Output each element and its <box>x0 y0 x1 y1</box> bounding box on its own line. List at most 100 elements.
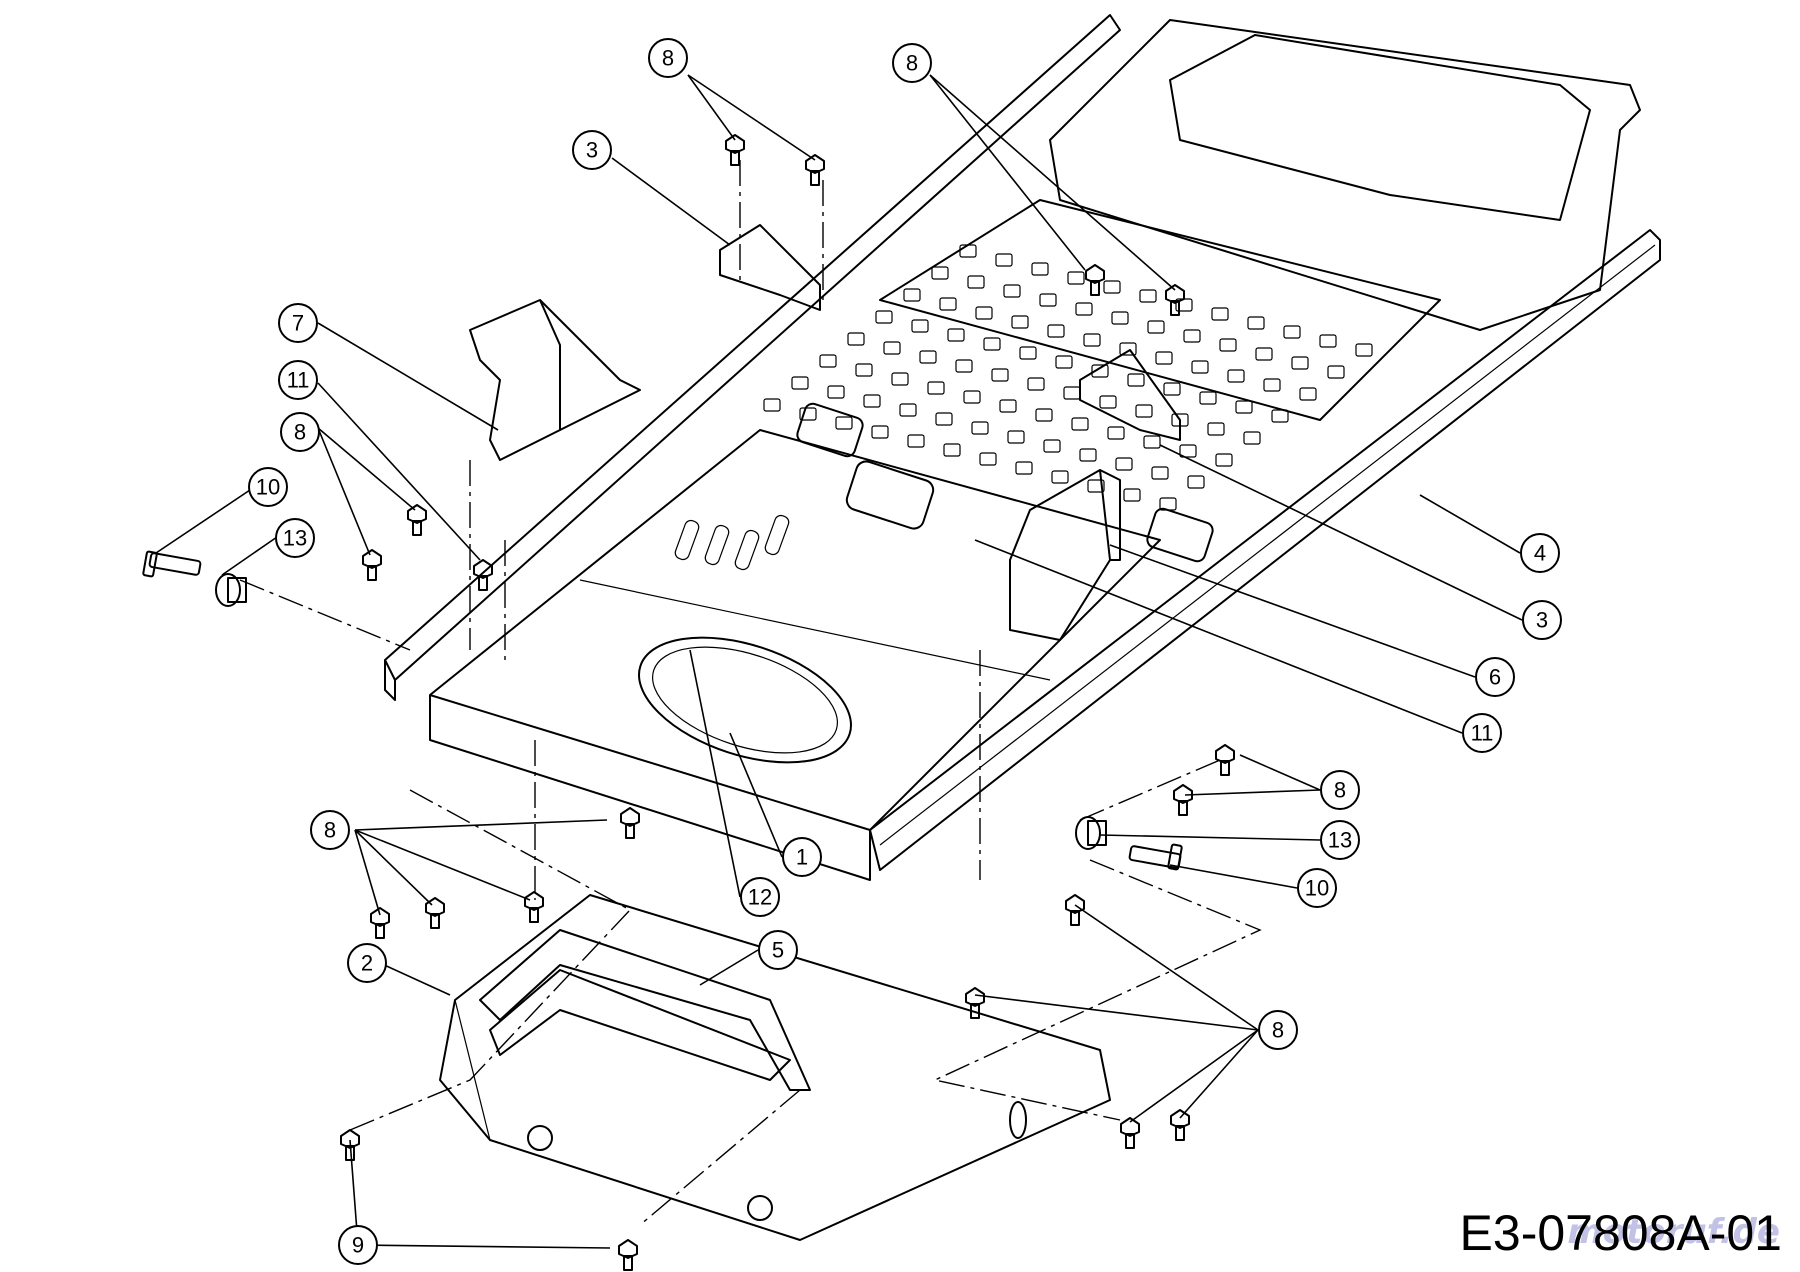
screw <box>524 891 544 923</box>
grille-hole <box>943 443 961 457</box>
grille-hole <box>1247 316 1265 330</box>
grille-hole <box>1047 324 1065 338</box>
callout-4: 4 <box>1520 533 1560 573</box>
grille-hole <box>935 412 953 426</box>
callout-label: 8 <box>906 51 918 76</box>
callout-6: 6 <box>1475 657 1515 697</box>
screw <box>805 154 825 186</box>
grille-hole <box>1159 497 1177 511</box>
screw <box>1120 1117 1140 1149</box>
callout-label: 11 <box>287 368 310 393</box>
grille-hole <box>1007 430 1025 444</box>
callout-label: 12 <box>748 885 772 910</box>
screw <box>965 987 985 1019</box>
callout-7: 7 <box>278 303 318 343</box>
grille-hole <box>975 306 993 320</box>
screw <box>620 807 640 839</box>
bumper <box>439 894 1111 1241</box>
grille-hole <box>1063 386 1081 400</box>
grille-hole <box>1075 302 1093 316</box>
grille-holes <box>763 244 1373 511</box>
grille-hole <box>907 434 925 448</box>
grille-hole <box>1255 347 1273 361</box>
grille-hole <box>1127 373 1145 387</box>
bracket-3-right <box>1079 349 1181 441</box>
callout-10: 10 <box>1297 868 1337 908</box>
screw <box>1065 894 1085 926</box>
grille-hole <box>991 368 1009 382</box>
grille-hole <box>799 407 817 421</box>
grille-hole <box>1123 488 1141 502</box>
grille-hole <box>1227 369 1245 383</box>
screw <box>425 897 445 929</box>
callout-label: 7 <box>292 311 304 336</box>
grille-hole <box>1355 343 1373 357</box>
screw <box>725 134 745 166</box>
callout-label: 10 <box>1305 876 1329 901</box>
grille-hole <box>835 416 853 430</box>
grille-hole <box>883 341 901 355</box>
grille-hole <box>1271 409 1289 423</box>
grille-hole <box>1027 377 1045 391</box>
grille-hole <box>1299 387 1317 401</box>
bushing-13-right <box>1075 816 1107 850</box>
grille-hole <box>1015 461 1033 475</box>
grille-hole <box>1199 391 1217 405</box>
grille-hole <box>963 390 981 404</box>
grille-hole <box>1215 453 1233 467</box>
callout-8: 8 <box>310 810 350 850</box>
callout-11: 11 <box>278 360 318 400</box>
grille-hole <box>1147 320 1165 334</box>
grille-hole <box>1163 382 1181 396</box>
grille-hole <box>1119 342 1137 356</box>
grille-hole <box>927 381 945 395</box>
callout-label: 8 <box>1334 778 1346 803</box>
grille-hole <box>959 244 977 258</box>
callout-label: 2 <box>361 951 373 976</box>
callout-label: 3 <box>586 138 598 163</box>
callout-12: 12 <box>740 877 780 917</box>
callout-8: 8 <box>1320 770 1360 810</box>
grille-hole <box>1179 444 1197 458</box>
screw <box>407 504 427 536</box>
leader-lines <box>155 74 1523 1249</box>
callout-label: 3 <box>1536 608 1548 633</box>
grille-hole <box>1243 431 1261 445</box>
callout-label: 9 <box>352 1233 364 1258</box>
grille-hole <box>903 288 921 302</box>
grille-hole <box>1031 262 1049 276</box>
grille-hole <box>863 394 881 408</box>
grille-hole <box>1187 475 1205 489</box>
grille-hole <box>1103 280 1121 294</box>
bracket-5 <box>479 929 811 1091</box>
grille-hole <box>1283 325 1301 339</box>
grille-hole <box>1003 284 1021 298</box>
grille-hole <box>979 452 997 466</box>
callout-13: 13 <box>275 518 315 558</box>
grille-hole <box>1111 311 1129 325</box>
callout-1: 1 <box>782 837 822 877</box>
watermark-text: motoruf.de <box>1567 1212 1780 1252</box>
callout-11: 11 <box>1462 713 1502 753</box>
grille-hole <box>1263 378 1281 392</box>
screw <box>618 1239 638 1271</box>
grille-hole <box>911 319 929 333</box>
bracket-7 <box>469 299 641 461</box>
grille-hole <box>891 372 909 386</box>
callout-label: 10 <box>256 475 280 500</box>
bushing-13-left <box>215 573 247 607</box>
grille-hole <box>1139 289 1157 303</box>
callout-label: 6 <box>1489 665 1501 690</box>
screw <box>1165 284 1185 316</box>
grille-hole <box>791 376 809 390</box>
grille-hole <box>1235 400 1253 414</box>
callout-label: 8 <box>1272 1018 1284 1043</box>
grille-hole <box>1135 404 1153 418</box>
grille-hole <box>919 350 937 364</box>
callout-label: 8 <box>662 46 674 71</box>
bolt-10-right <box>1128 843 1183 871</box>
callout-3: 3 <box>572 130 612 170</box>
callout-label: 4 <box>1534 541 1546 566</box>
grille-hole <box>1211 307 1229 321</box>
